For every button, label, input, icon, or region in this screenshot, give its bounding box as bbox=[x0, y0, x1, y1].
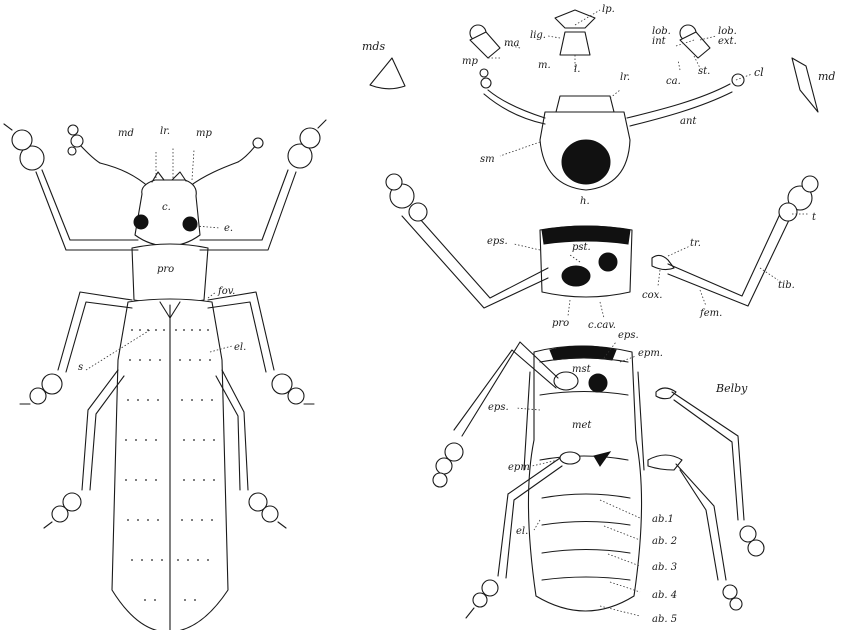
label-mst: mst bbox=[572, 364, 592, 375]
left-eye bbox=[134, 215, 148, 229]
maxilla-right bbox=[680, 25, 710, 58]
label-ab5: ab. 5 bbox=[652, 614, 677, 625]
head bbox=[135, 180, 200, 246]
label-lob-ext-2: ext. bbox=[718, 36, 737, 47]
label-m: m. bbox=[538, 60, 551, 71]
label-pro: pro bbox=[157, 264, 174, 275]
label-epm-top: epm. bbox=[638, 348, 663, 359]
label-ab3: ab. 3 bbox=[652, 562, 677, 573]
head-ventral-opening bbox=[562, 140, 610, 184]
label-lp: lp. bbox=[602, 4, 615, 15]
labium bbox=[555, 10, 595, 55]
label-ca: ca. bbox=[666, 76, 681, 87]
label-ab2: ab. 2 bbox=[652, 536, 677, 547]
label-mp: mp bbox=[196, 128, 212, 139]
label-c-cav: c.cav. bbox=[588, 320, 616, 331]
label-cox: cox. bbox=[642, 290, 662, 301]
label-t: t bbox=[812, 212, 817, 223]
label-lig: lig. bbox=[530, 30, 546, 41]
label-c: c. bbox=[162, 202, 171, 213]
label-eps-top: eps. bbox=[618, 330, 639, 341]
label-eps: eps. bbox=[487, 236, 508, 247]
label-lob-int-2: int bbox=[652, 36, 667, 47]
right-mandible-sketch bbox=[792, 58, 818, 112]
artist-signature: Belby bbox=[715, 382, 748, 395]
dorsal-view-beetle: md lr. mp c. e. pro fov. s el. bbox=[4, 120, 326, 630]
label-l: l. bbox=[574, 64, 580, 75]
label-mds: mds bbox=[362, 40, 385, 53]
label-met: met bbox=[572, 420, 592, 431]
label-fem: fem. bbox=[699, 308, 722, 319]
label-tr: tr. bbox=[690, 238, 701, 249]
label-el-ventral: el. bbox=[516, 526, 528, 537]
right-eye bbox=[183, 217, 197, 231]
ventral-view-beetle: eps. epm. mst eps. met epm el. ab.1 ab. … bbox=[433, 330, 764, 625]
label-ant: ant bbox=[680, 116, 697, 127]
mouthparts-group: mds md lp. lig. m. l. mp ma lob. int lob… bbox=[362, 4, 835, 207]
label-mp-maxilla: mp bbox=[462, 56, 478, 67]
label-h: h. bbox=[580, 196, 590, 207]
maxilla-left bbox=[470, 25, 500, 58]
label-st: st. bbox=[698, 66, 710, 77]
label-sm: sm bbox=[480, 154, 495, 165]
label-s: s bbox=[78, 362, 83, 373]
label-cl: cl bbox=[754, 66, 764, 79]
label-ab4: ab. 4 bbox=[652, 590, 677, 601]
label-ab1: ab.1 bbox=[652, 514, 674, 525]
label-fov: fov. bbox=[217, 286, 235, 297]
prosternum-group: eps. pst. pro c.cav. tr. t tib. cox. fem… bbox=[386, 174, 818, 331]
right-antenna bbox=[190, 138, 263, 186]
label-el: el. bbox=[234, 342, 246, 353]
label-pst: pst. bbox=[572, 242, 591, 253]
label-e: e. bbox=[224, 223, 233, 234]
label-lr-head: lr. bbox=[620, 72, 630, 83]
label-eps-ventral: eps. bbox=[488, 402, 509, 413]
ventral-body bbox=[528, 346, 641, 611]
label-ma: ma bbox=[504, 38, 519, 49]
label-md: md bbox=[118, 128, 134, 139]
label-tib: tib. bbox=[778, 280, 795, 291]
label-pro-sternum: pro bbox=[552, 318, 569, 329]
label-lr: lr. bbox=[160, 126, 170, 137]
label-epm-ventral: epm bbox=[508, 462, 530, 473]
left-antenna bbox=[68, 125, 150, 188]
left-mandible-sketch bbox=[370, 58, 405, 89]
label-md-right: md bbox=[818, 70, 835, 83]
